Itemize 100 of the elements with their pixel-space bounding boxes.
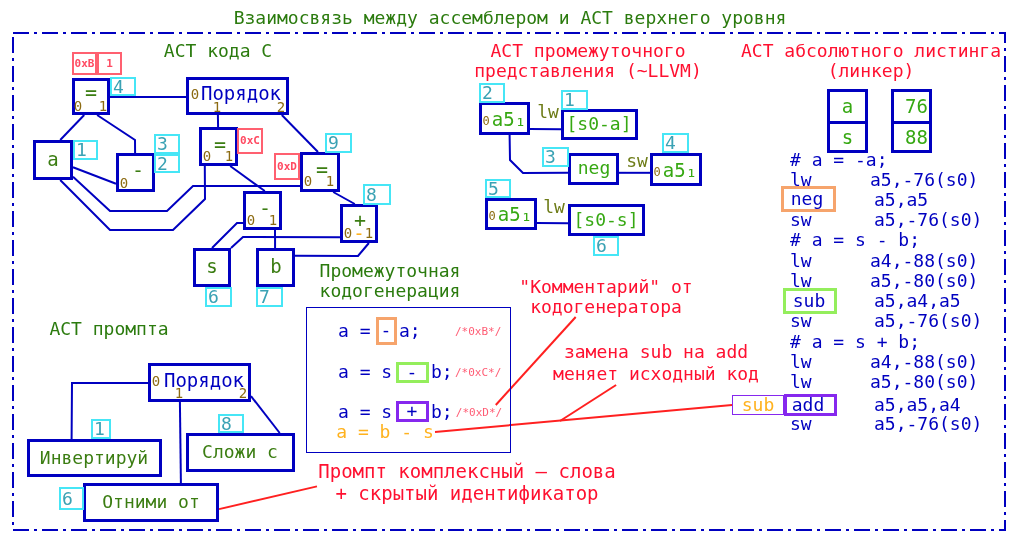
asm-comment: # a = s + b; <box>790 332 921 352</box>
port-number: 0 <box>343 226 353 240</box>
section-heading: АСТ промежуточного представления (~LLVM) <box>473 41 703 81</box>
index-tag: 6 <box>593 236 619 256</box>
connector-line <box>211 222 244 249</box>
operand-list: a5,-76(s0) <box>874 210 983 230</box>
index-tag: 8 <box>363 184 391 205</box>
index-tag: 6 <box>59 487 84 510</box>
mnemonic: sw <box>790 210 812 230</box>
operand-list: a5,-76(s0) <box>874 414 983 434</box>
asm-comment: # a = s - b; <box>790 230 921 250</box>
code-comment: /*0xC*/ <box>455 366 502 378</box>
operand-list: a5,a5 <box>874 190 929 210</box>
node-label: Отними от <box>102 492 200 512</box>
tree-node-box <box>256 248 295 287</box>
connector-line <box>508 134 569 174</box>
connector-line <box>618 171 651 174</box>
tree-node-box <box>186 77 289 115</box>
leader-line <box>494 316 577 406</box>
ir-node-box <box>568 153 619 185</box>
mnemonic: lw <box>790 271 812 291</box>
port-number: 1 <box>268 213 278 227</box>
index-tag: 1 <box>73 140 98 160</box>
node-label: [s0-s] <box>573 210 639 230</box>
mnemonic: sw <box>790 311 812 331</box>
code-text: b; <box>431 362 453 382</box>
highlight-box <box>396 362 429 383</box>
port-number: 0 <box>190 87 200 101</box>
operator-symbol: = <box>85 81 97 103</box>
mnemonic: lw <box>790 352 812 372</box>
port-number: 1 <box>98 99 108 113</box>
port-number: 1 <box>325 174 335 188</box>
index-tag: 6 <box>205 287 232 307</box>
ir-node-box <box>485 198 537 230</box>
port-number: 0 <box>482 115 490 127</box>
mnemonic: sub <box>741 395 775 415</box>
tree-node-box <box>33 140 73 180</box>
ir-node-box <box>568 204 645 236</box>
asm-comment: # a = -a; <box>790 150 888 170</box>
connector-line <box>229 165 266 192</box>
node-label: a5₁ <box>497 203 533 225</box>
port-number: 0 <box>488 210 496 222</box>
node-label: Сложи с <box>202 442 278 462</box>
address-tag: 0xC <box>237 128 263 154</box>
operator-symbol: - <box>259 197 271 219</box>
node-label: s <box>206 255 218 277</box>
address-tag: 0xD <box>274 153 300 180</box>
operator-symbol: + <box>354 209 366 231</box>
table-cell-text: a <box>840 94 855 119</box>
index-tag: 3 <box>154 134 180 154</box>
mnemonic: neg <box>790 189 824 209</box>
connector-line <box>280 114 319 153</box>
section-heading: АСТ абсолютного листинга (линкер) <box>739 41 1003 81</box>
node-label: a <box>47 148 59 170</box>
index-tag: 5 <box>485 179 511 198</box>
node-label: a5₁ <box>491 108 527 130</box>
tree-node-box <box>83 483 219 522</box>
node-label: a5₁ <box>662 159 698 181</box>
table-box <box>827 89 868 153</box>
table-cell-text: 76 <box>904 94 929 119</box>
code-comment: /*0xD*/ <box>455 405 503 421</box>
node-label: [s0-a] <box>566 114 632 134</box>
index-tag: 7 <box>256 287 283 307</box>
port-number: 0 <box>202 149 212 163</box>
connector-line <box>178 401 182 484</box>
operand-list: a5,-80(s0) <box>870 372 979 392</box>
port-number: 1 <box>224 149 234 163</box>
tree-node-box <box>27 439 162 477</box>
tree-node-box <box>199 127 238 166</box>
connector-line <box>216 114 220 128</box>
table-box <box>891 89 932 153</box>
highlight-box <box>396 401 429 422</box>
connector-line <box>72 166 117 185</box>
address-tag: 1 <box>97 52 122 75</box>
code-text: a; <box>399 321 421 341</box>
connector-line <box>59 114 86 141</box>
panel-heading: Промежуточная кодогенерация <box>318 261 462 301</box>
connector-line <box>434 404 733 433</box>
highlight-box <box>781 186 836 212</box>
index-tag: 4 <box>110 77 136 96</box>
operator-symbol: = <box>214 133 226 155</box>
port-number: 0 <box>119 176 129 190</box>
connector-line <box>96 114 137 154</box>
node-label: b <box>270 255 282 277</box>
operand-list: a5,-76(s0) <box>870 170 979 190</box>
connector-line <box>529 128 562 131</box>
port-number: 0 <box>246 213 256 227</box>
operand-list: a5,-76(s0) <box>874 311 983 331</box>
tree-node-box <box>340 204 378 243</box>
mnemonic: lw <box>790 372 812 392</box>
connector-line <box>274 229 277 249</box>
highlight-box <box>783 288 837 314</box>
leader-line <box>218 485 318 511</box>
index-tag: 2 <box>479 83 505 103</box>
section-heading: АСТ кода С <box>163 41 273 61</box>
index-tag: 9 <box>325 133 352 153</box>
index-tag: 8 <box>218 414 244 433</box>
leader-line <box>559 384 618 422</box>
operand-list: a4,-88(s0) <box>870 251 979 271</box>
tree-node-box <box>193 248 231 287</box>
